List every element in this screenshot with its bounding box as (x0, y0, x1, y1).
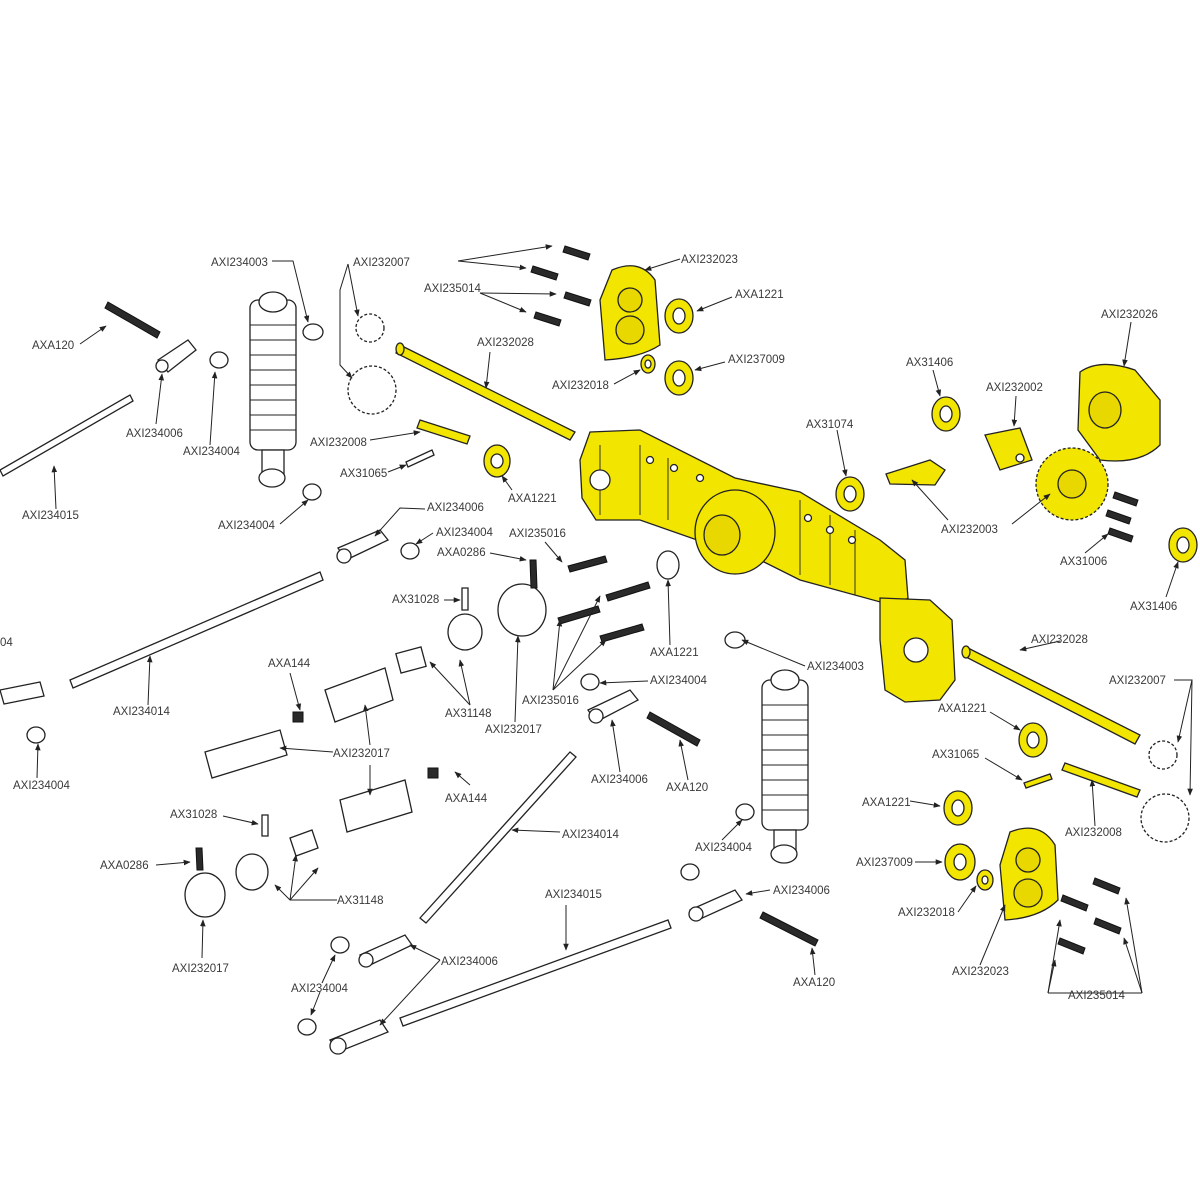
leader-lines (35, 244, 1193, 1026)
axle-shaft-upper (395, 342, 576, 441)
label-axi232003: AXI232003 (941, 524, 998, 536)
axle-housing (579, 429, 956, 703)
label-axa0286: AXA0286 (100, 860, 149, 872)
label-axi232007: AXI232007 (1109, 675, 1166, 687)
label-ax31065: AX31065 (932, 749, 979, 761)
label-ax31028: AX31028 (170, 809, 217, 821)
bearing-4 (483, 444, 511, 478)
screws (104, 245, 1139, 955)
label-axi237009: AXI237009 (728, 354, 785, 366)
label-axi234014: AXI234014 (562, 829, 620, 841)
yellow-pins (416, 419, 1141, 798)
label-axi232023: AXI232023 (681, 254, 738, 266)
bearing-11 (976, 869, 994, 891)
label-axi232018: AXI232018 (898, 907, 955, 919)
part-labels: AXI234003 AXI232007 AXI232023 AXI235014 … (0, 254, 1177, 1002)
label-axi235016: AXI235016 (509, 528, 566, 540)
label-axa120: AXA120 (666, 782, 708, 794)
label-axi235014: AXI235014 (424, 283, 482, 295)
bearing-8 (1018, 722, 1048, 758)
label-axi234015: AXI234015 (22, 510, 79, 522)
bearing-10 (944, 843, 976, 881)
label-axa0286: AXA0286 (437, 547, 486, 559)
label-ax31065: AX31065 (340, 468, 387, 480)
label-axi235014: AXI235014 (1068, 990, 1126, 1002)
label-axi232002: AXI232002 (986, 382, 1043, 394)
label-ax31148: AX31148 (337, 895, 383, 907)
bushings (26, 323, 755, 1036)
bearing-7 (1168, 527, 1198, 563)
label-ax31028: AX31028 (392, 594, 439, 606)
label-axi234004: AXI234004 (218, 520, 276, 532)
label-axa1221: AXA1221 (862, 797, 911, 809)
label-axa1221: AXA1221 (735, 289, 784, 301)
rod-ends (0, 339, 743, 1055)
label-axi234014: AXI234014 (113, 706, 171, 718)
pins (261, 449, 469, 837)
label-axi234006: AXI234006 (773, 885, 830, 897)
label-axi232017: AXI232017 (485, 724, 542, 736)
diff-cover (1077, 363, 1161, 462)
label-axa120: AXA120 (32, 340, 74, 352)
label-axi234004: AXI234004 (695, 842, 753, 854)
label-axi232028: AXI232028 (477, 337, 534, 349)
label-ax31406: AX31406 (906, 357, 953, 369)
label-axa120: AXA120 (793, 977, 835, 989)
label-axi234004: AXI234004 (291, 983, 349, 995)
bearing-9 (943, 790, 973, 826)
label-axi235016: AXI235016 (522, 695, 579, 707)
label-axi232018: AXI232018 (552, 380, 609, 392)
label-ax31406: AX31406 (1130, 601, 1177, 613)
portal-cover-upper (599, 265, 661, 361)
label-axa144: AXA144 (268, 658, 311, 670)
axle-shaft-lower (961, 645, 1141, 745)
label-axi232026: AXI232026 (1101, 309, 1158, 321)
bearing-1 (664, 298, 694, 334)
bearings (483, 298, 1198, 891)
label-axi234006: AXI234006 (427, 502, 484, 514)
bearing-2 (664, 360, 694, 396)
label-axa1221: AXA1221 (508, 493, 557, 505)
label-axi234003: AXI234003 (211, 257, 268, 269)
label-axa1221: AXA1221 (938, 703, 987, 715)
label-axi234004: AXI234004 (183, 446, 241, 458)
label-edge-04: 04 (0, 637, 13, 649)
label-axi232007: AXI232007 (353, 257, 410, 269)
label-axi234006: AXI234006 (441, 956, 498, 968)
label-axi232028: AXI232028 (1031, 634, 1088, 646)
label-axi237009: AXI237009 (856, 857, 913, 869)
label-axi234006: AXI234006 (126, 428, 183, 440)
label-axi234004: AXI234004 (650, 675, 708, 687)
label-ax31006: AX31006 (1060, 556, 1107, 568)
gears-white (347, 313, 1190, 843)
bearing-3 (640, 354, 656, 374)
label-axi234003: AXI234003 (807, 661, 864, 673)
driveshaft-parts (184, 550, 680, 918)
label-axi232008: AXI232008 (1065, 827, 1122, 839)
bearing-6 (835, 476, 865, 512)
label-axi232017: AXI232017 (333, 748, 390, 760)
label-axi232017: AXI232017 (172, 963, 229, 975)
shock-lower (761, 669, 809, 864)
pinion-gear (885, 459, 946, 486)
label-ax31074: AX31074 (806, 419, 854, 431)
shock-upper (249, 291, 297, 488)
label-axi234004: AXI234004 (436, 527, 494, 539)
differential (984, 427, 1033, 471)
label-ax31148: AX31148 (445, 708, 491, 720)
ring-gear (1035, 447, 1109, 521)
label-axa1221: AXA1221 (650, 647, 699, 659)
portal-cover-lower (999, 827, 1059, 921)
bearing-5 (931, 396, 961, 432)
links (0, 394, 672, 1027)
label-axi234015: AXI234015 (545, 889, 602, 901)
label-axa144: AXA144 (445, 793, 488, 805)
label-axi232008: AXI232008 (310, 437, 367, 449)
label-axi234006: AXI234006 (591, 774, 648, 786)
label-axi234004: AXI234004 (13, 780, 71, 792)
label-axi232023: AXI232023 (952, 966, 1009, 978)
